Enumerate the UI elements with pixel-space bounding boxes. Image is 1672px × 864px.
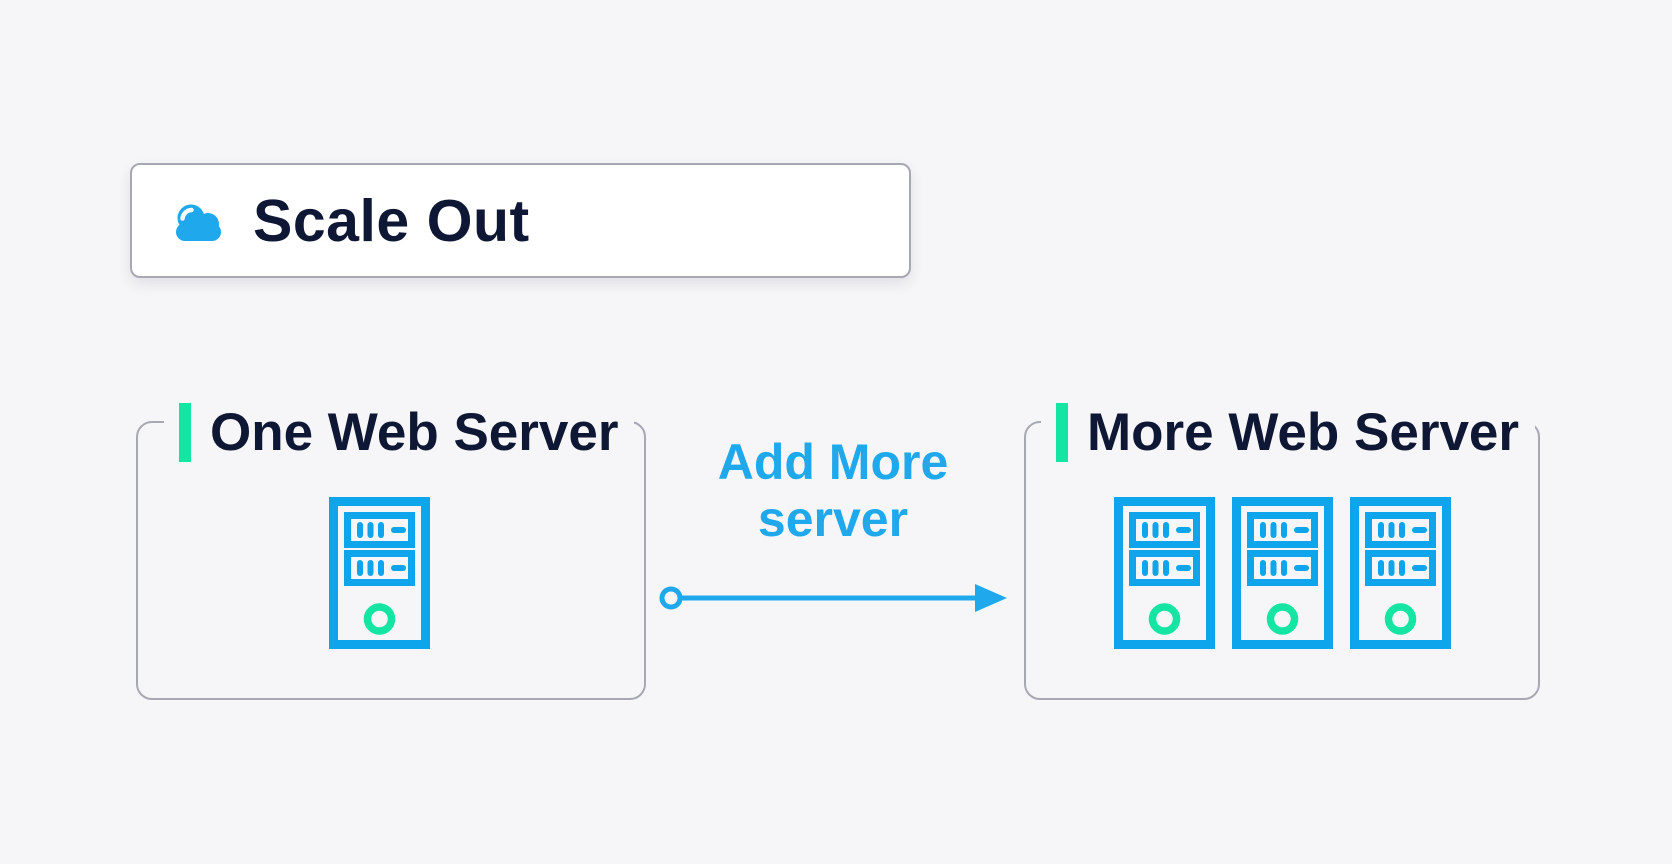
server-tower-icon — [1113, 497, 1215, 649]
arrow-start-dot — [659, 586, 683, 610]
server-tower-icon — [1231, 497, 1333, 649]
node-label: More Web Server — [1041, 403, 1536, 462]
node-label: One Web Server — [164, 403, 635, 462]
green-tick-bar — [179, 403, 191, 462]
server-tower-icon — [328, 497, 430, 649]
green-tick-bar — [1056, 403, 1068, 462]
arrow-head — [975, 584, 1007, 612]
transition-label-line2: server — [757, 491, 909, 547]
server-icon-row — [126, 497, 632, 649]
transition-label-line1: Add More — [717, 434, 949, 490]
cloud-icon — [176, 204, 221, 241]
node-one-web-server: One Web Server — [136, 403, 646, 700]
title-card: Scale Out — [130, 163, 911, 278]
transition-label: Add More server — [658, 434, 1008, 548]
node-label-text: More Web Server — [1087, 403, 1520, 462]
node-label-text: One Web Server — [210, 403, 619, 462]
server-icon-row — [1026, 497, 1538, 649]
arrow-right-icon — [659, 584, 1007, 612]
node-more-web-server: More Web Server — [1024, 403, 1540, 700]
server-tower-icon — [1349, 497, 1451, 649]
diagram-title: Scale Out — [253, 187, 530, 254]
